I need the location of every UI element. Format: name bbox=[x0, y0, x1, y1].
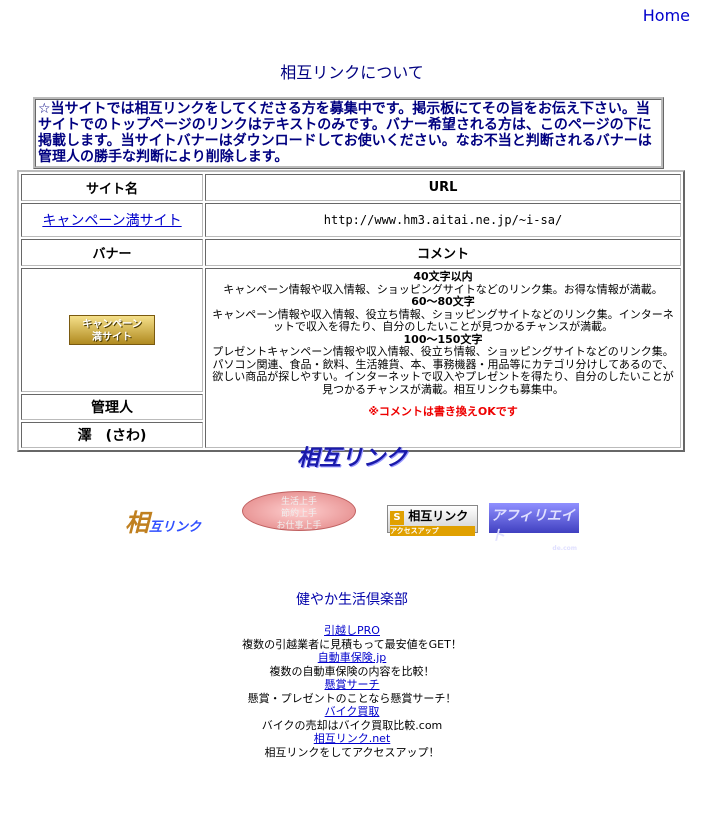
banner-row: 相互リンク 生活上手 節約上手 お仕事上手 S 相互リンク アクセスアップ アフ… bbox=[122, 491, 592, 552]
site-name-cell: キャンペーン満サイト bbox=[21, 203, 203, 237]
link-jidousha-hoken[interactable]: 自動車保険.jp bbox=[317, 651, 387, 664]
banner-text-1: キャンペーン bbox=[82, 319, 142, 330]
link-desc: 相互リンクをしてアクセスアップ！ bbox=[264, 745, 440, 759]
link-desc: 複数の引越業者に見積もって最安値をGET！ bbox=[242, 637, 462, 651]
comment-note: ※コメントは書き換えOKです bbox=[368, 405, 518, 418]
link-bike-kaitori[interactable]: バイク買取 bbox=[324, 705, 380, 718]
banner-sougo-access-up[interactable]: S 相互リンク アクセスアップ bbox=[387, 505, 478, 536]
banner-affiliate[interactable]: アフィリエイト de.com bbox=[489, 503, 579, 552]
club-title: 健やか生活倶楽部 bbox=[296, 592, 408, 608]
banner-access-sub: アクセスアップ bbox=[390, 526, 475, 536]
partner-links: 引越しPRO 複数の引越業者に見積もって最安値をGET！ 自動車保険.jp 複数… bbox=[0, 624, 704, 759]
banner-affiliate-sub: de.com bbox=[552, 545, 577, 552]
comment-heading-100-150: 100～150文字 bbox=[403, 332, 483, 346]
comment-header: コメント bbox=[205, 239, 681, 266]
banner-header: バナー bbox=[21, 239, 203, 266]
banner-sougo-link[interactable]: 相互リンク bbox=[125, 503, 215, 537]
notice-box: ☆当サイトでは相互リンクをしてくださる方を募集中です。掲示板にてその旨をお伝え下… bbox=[33, 97, 664, 169]
link-kenshou-search[interactable]: 懸賞サーチ bbox=[324, 678, 380, 691]
link-sougo-link-net[interactable]: 相互リンク.net bbox=[313, 732, 391, 745]
s-logo-icon: S bbox=[390, 511, 404, 525]
banner-seikatsu-jouzu[interactable]: 生活上手 節約上手 お仕事上手 bbox=[242, 491, 356, 531]
comment-text-60-80: キャンペーン情報や収入情報、役立ち情報、ショッピングサイトなどのリンク集。インタ… bbox=[212, 307, 674, 333]
comment-text-100-150: プレゼントキャンペーン情報や収入情報、役立ち情報、ショッピングサイトなどのリンク… bbox=[212, 345, 674, 396]
banner-seikatsu-line1: 生活上手 bbox=[280, 497, 317, 507]
link-desc: 複数の自動車保険の内容を比較！ bbox=[269, 664, 435, 678]
banner-sougo-big: 相 bbox=[125, 509, 149, 537]
comment-heading-60-80: 60～80文字 bbox=[411, 295, 475, 308]
link-desc: 懸賞・プレゼントのことなら懸賞サーチ！ bbox=[247, 691, 457, 705]
page-title: 相互リンクについて bbox=[280, 63, 424, 82]
site-url: http://www.hm3.aitai.ne.jp/~i-sa/ bbox=[205, 203, 681, 237]
site-name-link[interactable]: キャンペーン満サイト bbox=[42, 213, 182, 229]
comment-text-40: キャンペーン情報や収入情報、ショッピングサイトなどのリンク集。お得な情報が満載。 bbox=[223, 282, 663, 296]
admin-label: 管理人 bbox=[21, 394, 203, 420]
banner-seikatsu-line2: 節約上手 bbox=[280, 509, 317, 519]
site-banner[interactable]: キャンペーン 満サイト bbox=[69, 315, 155, 345]
link-info-table: サイト名 URL キャンペーン満サイト http://www.hm3.aitai… bbox=[17, 170, 685, 452]
link-hikkoshi-pro[interactable]: 引越しPRO bbox=[324, 624, 380, 637]
banner-access-text: 相互リンク bbox=[408, 509, 469, 523]
comment-heading-40: 40文字以内 bbox=[413, 270, 473, 283]
banner-affiliate-text: アフィリエイト bbox=[491, 508, 575, 544]
admin-name: 澤 (さわ) bbox=[21, 422, 203, 448]
banner-cell: キャンペーン 満サイト bbox=[21, 268, 203, 392]
home-link[interactable]: Home bbox=[642, 6, 690, 25]
banner-text-2: 満サイト bbox=[92, 332, 132, 343]
mutual-link-title: 相互リンク bbox=[296, 446, 407, 471]
link-desc: バイクの売却はバイク買取比較.com bbox=[261, 718, 443, 732]
banner-seikatsu-line3: お仕事上手 bbox=[276, 521, 322, 531]
comment-cell: 40文字以内 キャンペーン情報や収入情報、ショッピングサイトなどのリンク集。お得… bbox=[205, 268, 681, 448]
banner-sougo-text: 互リンク bbox=[149, 520, 202, 535]
site-name-header: サイト名 bbox=[21, 174, 203, 201]
url-header: URL bbox=[205, 174, 681, 201]
